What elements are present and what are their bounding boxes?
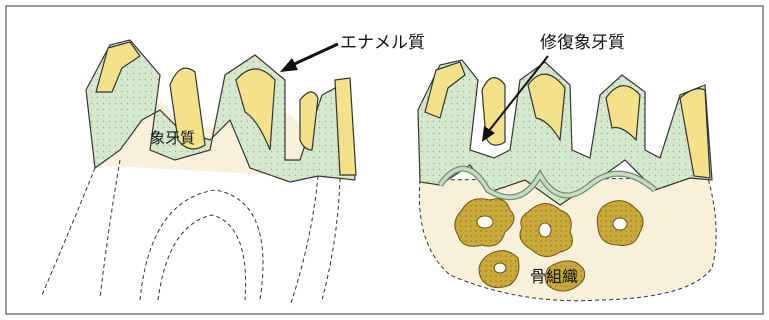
left-root-3 (290, 176, 318, 306)
left-germ-outer (140, 190, 263, 300)
bone-cavity-2 (539, 223, 551, 237)
left-root-4 (322, 178, 340, 300)
right-tooth (418, 60, 716, 301)
label-reparative-dentin: 修復象牙質 (540, 33, 625, 53)
left-tooth (42, 40, 356, 306)
label-enamel: エナメル質 (340, 33, 425, 53)
label-bone-tissue: 骨組織 (530, 267, 578, 286)
bone-cavity-1 (477, 216, 493, 228)
bone-cavity-4 (494, 263, 506, 273)
left-germ-inner (158, 215, 246, 300)
left-root-2 (100, 160, 120, 298)
label-dentin: 象牙質 (150, 129, 195, 147)
arrow-enamel (280, 44, 338, 72)
bone-cavity-3 (613, 218, 627, 230)
left-root-1 (42, 168, 95, 295)
